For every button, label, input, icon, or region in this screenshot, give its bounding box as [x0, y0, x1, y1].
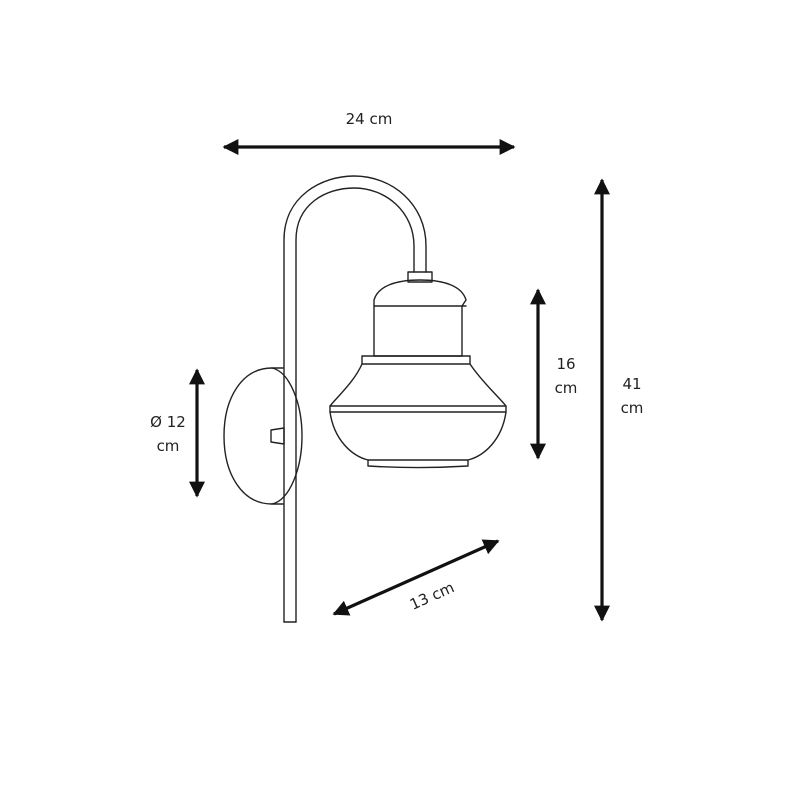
depth-label: 13 cm [407, 578, 457, 613]
base-diameter-label-unit: cm [157, 437, 180, 455]
lamp-shade [329, 271, 507, 469]
lamp-arm [283, 175, 427, 623]
dimension-labels: 24 cm 41 cm 16 cm Ø 12 cm 13 cm [150, 110, 643, 614]
base-diameter-label-value: Ø 12 [150, 413, 186, 431]
width-label: 24 cm [346, 110, 393, 128]
dimension-arrows [189, 139, 610, 622]
wall-lamp-drawing [223, 175, 507, 623]
depth-arrow [332, 539, 500, 616]
wall-plate [223, 367, 303, 505]
shade-height-label-value: 16 [556, 355, 575, 373]
height-label-unit: cm [621, 399, 644, 417]
shade-height-label-unit: cm [555, 379, 578, 397]
height-label-value: 41 [622, 375, 641, 393]
